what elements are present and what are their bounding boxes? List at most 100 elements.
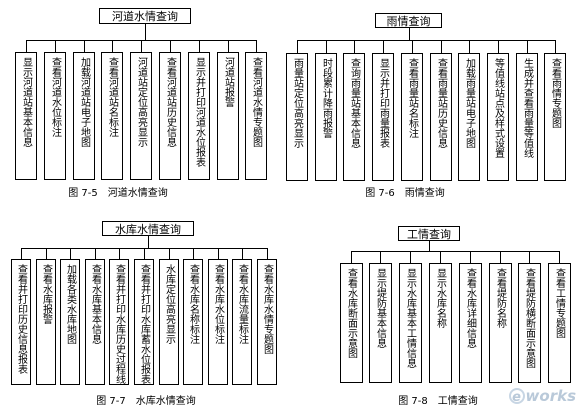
leaf-label: 河道站报警 (222, 57, 234, 107)
leaf-label: 显示水库基本工情信息 (404, 268, 416, 368)
leaf-node-project: 显示堤防基本信息 (368, 263, 392, 383)
connector-leaf-river (170, 40, 171, 52)
connector-leaf-reservoir (144, 248, 145, 259)
leaf-label: 查看工情专题图 (553, 268, 565, 338)
connector-leaf-river (228, 40, 229, 52)
connector-leaf-reservoir (169, 248, 170, 259)
leaf-label: 查看水库流量标注 (236, 264, 248, 344)
leaf-label: 查看并打印水库历史过程线 (113, 264, 125, 384)
connector-leaf-project (470, 251, 471, 263)
leaf-node-reservoir: 查看水库水情专题图 (257, 259, 277, 385)
connector-leaf-project (559, 251, 560, 263)
leaf-node-rain: 查询雨量站基本信息 (343, 53, 365, 181)
connector-root-project (429, 241, 430, 251)
connector-leaf-project (380, 251, 381, 263)
leaf-label: 查看河道站历史信息 (164, 57, 176, 147)
connector-bus-project (351, 251, 560, 252)
connector-leaf-rain (412, 40, 413, 53)
leaf-node-rain: 查看雨量站名标注 (401, 53, 423, 181)
leaf-node-project: 查看堤防横断面示意图 (517, 263, 541, 383)
leaf-node-river: 加载河道站电子地图 (73, 52, 95, 180)
leaf-label: 查看水库断面示意图 (345, 268, 357, 358)
leaf-node-river: 河道站定位高亮显示 (130, 52, 152, 180)
connector-leaf-rain (527, 40, 528, 53)
leaf-label: 显示堤防基本信息 (374, 268, 386, 348)
leaf-label: 显示河道站基本信息 (20, 57, 32, 147)
connector-leaf-rain (297, 40, 298, 53)
leaf-label: 加载河道站电子地图 (78, 57, 90, 147)
connector-leaf-river (112, 40, 113, 52)
leaf-label: 查看水库名称标注 (187, 264, 199, 344)
leaf-node-reservoir: 水库定位高亮显示 (159, 259, 179, 385)
leaf-node-reservoir: 查看并打印历史信息报表 (11, 259, 31, 385)
root-node-river: 河道水情查询 (99, 8, 191, 24)
leaf-node-project: 查看水库断面示意图 (339, 263, 363, 383)
leaf-node-rain: 查看雨情专题图 (544, 53, 566, 181)
connector-leaf-project (351, 251, 352, 263)
connector-leaf-reservoir (267, 248, 268, 259)
connector-leaf-project (440, 251, 441, 263)
connector-root-rain (409, 28, 410, 40)
leaf-node-reservoir: 查看水库基本信息 (85, 259, 105, 385)
leaf-node-river: 查看河道站历史信息 (159, 52, 181, 180)
connector-leaf-river (84, 40, 85, 52)
leaf-node-reservoir: 查看水库名称标注 (183, 259, 203, 385)
figure-caption-project: 图 7-8 工情查询 (398, 396, 478, 407)
connector-leaf-reservoir (193, 248, 194, 259)
leaf-node-project: 查看水库详细信息 (458, 263, 482, 383)
connector-leaf-rain (441, 40, 442, 53)
leaf-label: 生成并查看雨量等值线 (521, 58, 533, 158)
leaf-node-reservoir: 查看水库报警 (36, 259, 56, 385)
figure-caption-river: 图 7-5 河道水情查询 (68, 188, 168, 199)
leaf-label: 查看河道水情专题图 (250, 57, 262, 147)
leaf-label: 查看水库报警 (40, 264, 52, 324)
connector-leaf-rain (383, 40, 384, 53)
figure-caption-rain: 图 7-6 雨情查询 (365, 188, 445, 199)
connector-leaf-project (529, 251, 530, 263)
leaf-node-project: 查看堤防名称 (488, 263, 512, 383)
leaf-label: 查看水库基本信息 (89, 264, 101, 344)
leaf-label: 水库定位高亮显示 (163, 264, 175, 344)
connector-leaf-reservoir (21, 248, 22, 259)
connector-leaf-river (26, 40, 27, 52)
connector-root-river (145, 24, 146, 40)
leaf-label: 查看雨量站历史信息 (435, 58, 447, 148)
leaf-label: 查看水库详细信息 (464, 268, 476, 348)
connector-leaf-reservoir (46, 248, 47, 259)
leaf-label: 查看水库水位标注 (212, 264, 224, 344)
leaf-node-rain: 加载雨量站电子地图 (458, 53, 480, 181)
leaf-label: 显示水库名称 (434, 268, 446, 328)
leaf-label: 显示并打印雨量报表 (377, 58, 389, 148)
connector-leaf-project (410, 251, 411, 263)
leaf-node-project: 查看工情专题图 (547, 263, 571, 383)
leaf-label: 河道站定位高亮显示 (135, 57, 147, 147)
connector-bus-rain (297, 40, 556, 41)
connector-root-reservoir (148, 236, 149, 248)
leaf-label: 查看雨情专题图 (549, 58, 561, 128)
connector-leaf-reservoir (119, 248, 120, 259)
leaf-label: 查看并打印历史信息报表 (15, 264, 27, 374)
leaf-label: 加载各类水库地图 (64, 264, 76, 344)
connector-leaf-river (55, 40, 56, 52)
root-node-reservoir: 水库水情查询 (102, 221, 194, 236)
leaf-label: 查看水库水情专题图 (261, 264, 273, 354)
connector-leaf-reservoir (242, 248, 243, 259)
leaf-node-river: 查看河道水位标注 (44, 52, 66, 180)
leaf-node-reservoir: 查看并打印水库蓄水位报表 (134, 259, 154, 385)
leaf-label: 显示并打印河道水位报表 (193, 57, 205, 167)
leaf-label: 等值线站点及样式设置 (492, 58, 504, 158)
leaf-node-reservoir: 查看并打印水库历史过程线 (109, 259, 129, 385)
leaf-node-reservoir: 加载各类水库地图 (60, 259, 80, 385)
leaf-label: 查看并打印水库蓄水位报表 (138, 264, 150, 384)
connector-leaf-river (256, 40, 257, 52)
leaf-label: 时段累计降雨报警 (320, 58, 332, 138)
root-node-project: 工情查询 (398, 226, 460, 241)
connector-leaf-river (141, 40, 142, 52)
connector-leaf-rain (469, 40, 470, 53)
leaf-label: 查询雨量站基本信息 (348, 58, 360, 148)
leaf-label: 查看雨量站名标注 (406, 58, 418, 138)
leaf-node-rain: 等值线站点及样式设置 (487, 53, 509, 181)
connector-leaf-project (500, 251, 501, 263)
leaf-node-river: 显示河道站基本信息 (15, 52, 37, 180)
leaf-node-reservoir: 查看水库水位标注 (208, 259, 228, 385)
